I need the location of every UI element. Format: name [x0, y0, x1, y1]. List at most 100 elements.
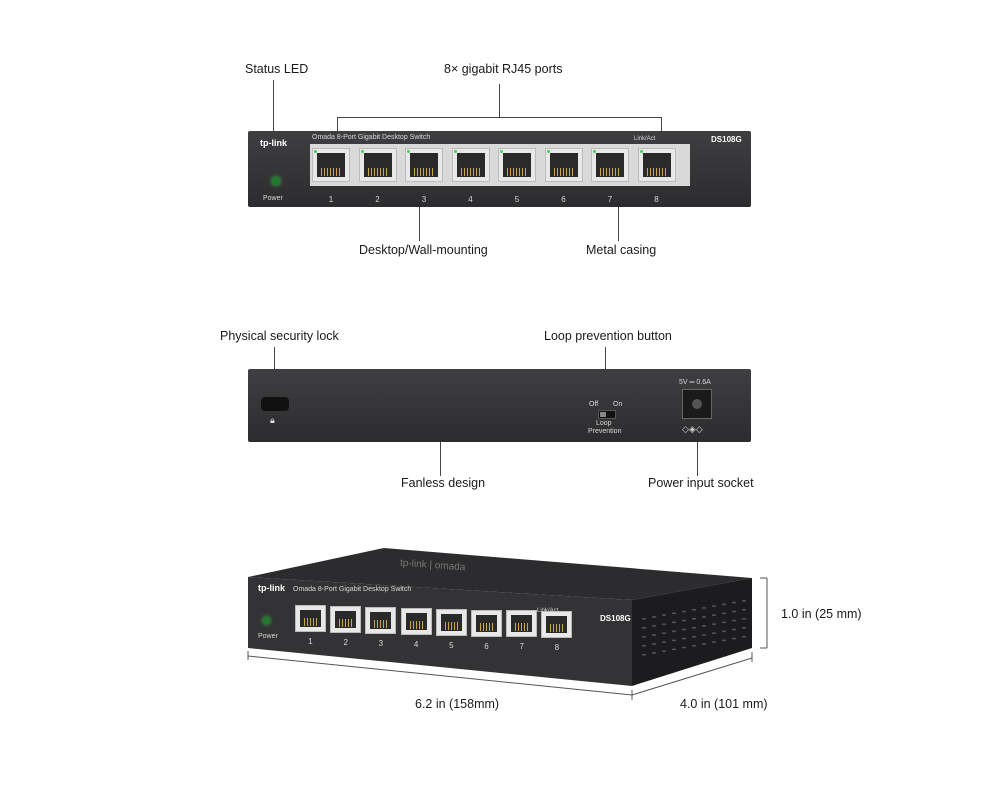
power-rating: 5V ═ 0.6A [679, 379, 711, 386]
switch-on-label: On [613, 401, 623, 408]
top-surface [248, 548, 752, 600]
angled-port-number: 7 [519, 642, 524, 652]
rj45-port[interactable] [358, 148, 397, 182]
vent-slot [732, 601, 736, 604]
vent-slot [682, 637, 686, 640]
security-lock-slot [261, 397, 289, 411]
vent-slot [732, 637, 736, 640]
power-input-socket[interactable] [682, 389, 712, 419]
vent-slot [742, 600, 746, 602]
height-dimension: 1.0 in (25 mm) [781, 607, 862, 621]
port-pins [460, 168, 481, 176]
port-pins [600, 168, 620, 176]
port-number: 4 [468, 195, 473, 204]
rj45-port[interactable] [637, 148, 676, 182]
port-number: 3 [421, 195, 427, 204]
port-pins [304, 618, 317, 626]
port-pins [321, 168, 341, 176]
angled-rj45-port[interactable] [365, 606, 397, 634]
vent-slot [722, 639, 726, 642]
rj45-port[interactable] [405, 148, 443, 182]
vent-slot [652, 634, 656, 636]
vent-slot [692, 636, 696, 638]
power-led [272, 177, 280, 185]
power-socket-callout: Power input socket [648, 476, 754, 490]
angled-rj45-port[interactable] [330, 605, 362, 633]
vent-slot [742, 609, 746, 611]
vent-slot [662, 623, 666, 625]
depth-dim-line [631, 657, 753, 696]
port-led [453, 150, 457, 153]
rj45-port[interactable] [591, 148, 629, 182]
vent-slot [712, 641, 716, 643]
port-pins [367, 168, 388, 176]
vent-slot [682, 628, 686, 631]
socket-pin [692, 399, 702, 409]
vent-slot [662, 614, 666, 616]
casing-callout: Metal casing [586, 243, 657, 257]
angled-port-number: 8 [554, 643, 560, 653]
polarity-icon: ◇◈◇ [682, 424, 703, 434]
vent-slot [692, 645, 696, 647]
vent-slot [672, 630, 676, 633]
port-led [407, 150, 410, 153]
mounting-callout: Desktop/Wall-mounting [359, 243, 488, 257]
vent-slot [662, 632, 666, 634]
vent-slot [722, 612, 726, 615]
port-pins [339, 618, 353, 627]
angled-rj45-port[interactable] [541, 611, 573, 639]
angled-rj45-port[interactable] [400, 607, 432, 635]
angled-rj45-port[interactable] [435, 608, 467, 636]
loop-label: Loop [596, 420, 612, 427]
front-panel: tp-link Omada 8-Port Gigabit Desktop Swi… [248, 131, 751, 207]
vent-slot [672, 621, 676, 624]
angled-power-label: Power [258, 633, 278, 640]
vent-slot [732, 619, 736, 622]
prevention-label: Prevention [588, 428, 622, 435]
angled-rj45-port[interactable] [295, 605, 326, 632]
angled-link-act: Link/Act [537, 608, 558, 614]
vent-slot [662, 641, 666, 643]
vent-slot [672, 639, 676, 642]
status-led-leader [273, 80, 274, 176]
vent-slot [652, 652, 656, 654]
mounting-leader [419, 207, 420, 241]
model-label: DS108G [711, 135, 742, 144]
vent-slot [682, 610, 686, 613]
fanless-callout: Fanless design [401, 476, 486, 490]
port-pins [507, 168, 527, 176]
vent-slot [702, 634, 706, 636]
vent-slot [732, 610, 736, 613]
vent-slot [742, 627, 746, 629]
port-led [639, 150, 643, 153]
depth-dimension: 4.0 in (101 mm) [680, 697, 768, 711]
angled-port-number: 5 [449, 640, 454, 650]
vent-slot [642, 618, 646, 620]
vent-slot [682, 619, 686, 622]
vent-slot [732, 628, 736, 631]
ports-leader-bracket [337, 117, 662, 118]
port-number: 5 [514, 195, 520, 204]
rj45-port[interactable] [544, 148, 583, 182]
port-led [360, 150, 364, 153]
vent-slot [662, 650, 666, 652]
vent-slot [702, 643, 706, 645]
rj45-port[interactable] [498, 148, 536, 182]
fanless-leader [440, 442, 441, 476]
vent-slot [742, 618, 746, 620]
rear-panel: 🔒︎ Off On Loop Prevention 5V ═ 0.6A ◇◈◇ [248, 369, 751, 442]
port-pins [444, 621, 458, 630]
angled-rj45-port[interactable] [471, 609, 502, 637]
vent-slot [652, 616, 656, 618]
rj45-port[interactable] [451, 148, 490, 182]
loop-prevention-switch[interactable] [598, 410, 616, 419]
angled-rj45-port[interactable] [506, 610, 538, 638]
angled-port-number: 6 [484, 641, 489, 651]
port-pins [414, 168, 434, 176]
switch-knob [600, 412, 606, 417]
vent-slot [642, 654, 646, 656]
vent-slot [712, 632, 716, 634]
vent-slot [672, 612, 676, 615]
rj45-port[interactable] [312, 148, 350, 182]
width-dim-line [247, 655, 633, 696]
